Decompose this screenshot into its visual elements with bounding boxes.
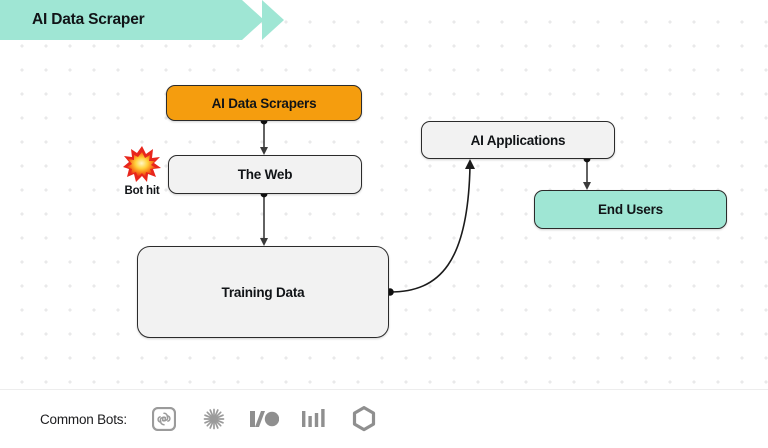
title-banner: AI Data Scraper: [0, 0, 242, 40]
node-ai-applications[interactable]: AI Applications: [421, 121, 615, 159]
node-end-users[interactable]: End Users: [534, 190, 727, 229]
edge-training-to-apps: [389, 165, 471, 293]
node-label-end-users: End Users: [598, 202, 663, 217]
io-bytespider-logo-icon[interactable]: [249, 404, 279, 434]
node-training-data[interactable]: Training Data: [137, 246, 389, 338]
node-ai-data-scrapers[interactable]: AI Data Scrapers: [166, 85, 362, 121]
banner-chevron-icon: [242, 0, 264, 40]
arrowhead-scrapers-to-web: [260, 147, 268, 155]
page-title: AI Data Scraper: [32, 11, 145, 28]
arrowhead-training-to-apps: [465, 159, 475, 169]
common-bots-label: Common Bots:: [40, 411, 127, 427]
node-label-ai-applications: AI Applications: [470, 132, 566, 148]
node-label-training-data: Training Data: [221, 284, 305, 300]
anthropic-claudebot-logo-icon[interactable]: [199, 404, 229, 434]
arrowhead-web-to-training: [260, 238, 268, 246]
banner-chevron-icon-2: [262, 0, 284, 40]
perplexity-bars-logo-icon[interactable]: [299, 404, 329, 434]
node-the-web[interactable]: The Web: [168, 155, 362, 194]
openai-gptbot-logo-icon[interactable]: [149, 404, 179, 434]
cohere-hexagon-logo-icon[interactable]: [349, 404, 379, 434]
node-label-the-web: The Web: [237, 167, 293, 182]
node-label-ai-data-scrapers: AI Data Scrapers: [211, 95, 317, 111]
bot-hit-annotation: Bot hit: [113, 146, 171, 197]
footer-bar: Common Bots:: [0, 389, 768, 448]
collision-starburst-icon: [123, 146, 161, 182]
bot-hit-label: Bot hit: [124, 185, 160, 197]
bot-logo-list: [149, 404, 379, 434]
arrowhead-apps-to-endusers: [583, 182, 591, 190]
